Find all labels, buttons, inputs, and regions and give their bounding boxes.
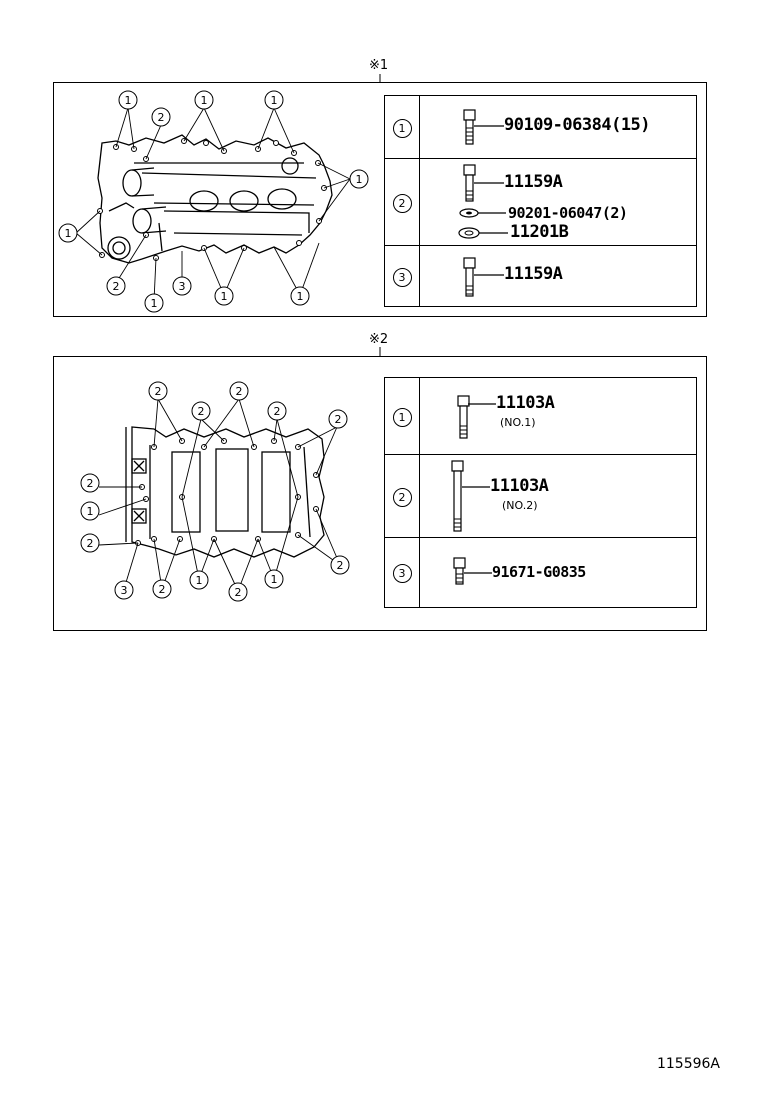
- callout-2b: 2: [191, 401, 211, 421]
- part-note: (NO.2): [502, 499, 538, 512]
- callout-3: 3: [172, 276, 192, 296]
- svg-text:1: 1: [151, 297, 158, 310]
- bolt-icon: [463, 164, 476, 202]
- svg-text:2: 2: [235, 586, 242, 599]
- row-number: 1: [392, 118, 412, 138]
- svg-text:2: 2: [198, 405, 205, 418]
- svg-text:2: 2: [113, 280, 120, 293]
- panel-1: 1 2 1 1 1 1 2 1 3 1 1 1 90109-06384(15): [53, 82, 707, 317]
- callout-1a: 1: [80, 501, 100, 521]
- callout-1f: 1: [144, 293, 164, 313]
- leader-line: [462, 486, 490, 488]
- part-number: 11103A: [490, 476, 549, 496]
- svg-text:2: 2: [87, 537, 94, 550]
- callout-1h: 1: [290, 286, 310, 306]
- svg-text:2: 2: [337, 559, 344, 572]
- part-number: 11201B: [510, 222, 569, 242]
- callout-2b: 2: [106, 276, 126, 296]
- callout-2g: 2: [80, 533, 100, 553]
- bolt-icon: [453, 557, 466, 585]
- svg-text:2: 2: [274, 405, 281, 418]
- illustration-code: 115596A: [656, 1056, 720, 1072]
- svg-text:1: 1: [125, 94, 132, 107]
- svg-text:2: 2: [158, 111, 165, 124]
- bolt-icon: [451, 460, 464, 532]
- callout-2e: 2: [328, 409, 348, 429]
- parts-table-2: 1 11103A (NO.1) 2 1: [384, 377, 697, 608]
- leader-line: [474, 274, 504, 276]
- panel-2: 2 2 2 2 2 2 1 2 3 2 1 2 1 2 1: [53, 356, 707, 631]
- callout-1d: 1: [349, 169, 369, 189]
- callout-1c: 1: [264, 569, 284, 589]
- bolt-icon: [457, 395, 470, 439]
- callout-1b: 1: [194, 90, 214, 110]
- callout-1e: 1: [58, 223, 78, 243]
- svg-text:2: 2: [155, 385, 162, 398]
- leader-line: [464, 572, 492, 574]
- callout-2i: 2: [228, 582, 248, 602]
- svg-text:1: 1: [221, 290, 228, 303]
- callout-2d: 2: [267, 401, 287, 421]
- callout-1b: 1: [189, 570, 209, 590]
- bolt-icon: [463, 257, 476, 297]
- callout-3: 3: [114, 580, 134, 600]
- washer-icon: [458, 208, 508, 239]
- row-number: 3: [392, 267, 412, 287]
- callout-2h: 2: [152, 579, 172, 599]
- callout-2f: 2: [80, 473, 100, 493]
- svg-text:2: 2: [335, 413, 342, 426]
- svg-text:2: 2: [87, 477, 94, 490]
- callout-2j: 2: [330, 555, 350, 575]
- part-number: 11159A: [504, 264, 563, 284]
- bolt-icon: [463, 109, 476, 145]
- parts-table-1: 1 90109-06384(15) 2 11159A: [384, 95, 697, 307]
- callout-1g: 1: [214, 286, 234, 306]
- part-number: 91671-G0835: [492, 563, 586, 581]
- svg-text:3: 3: [179, 280, 186, 293]
- part-note: (NO.1): [500, 416, 536, 429]
- leader-line: [474, 125, 504, 127]
- svg-text:2: 2: [159, 583, 166, 596]
- crankcase-drawing: 2 2 2 2 2 2 1 2 3 2 1 2 1 2: [80, 381, 350, 602]
- callout-1a: 1: [118, 90, 138, 110]
- svg-text:1: 1: [271, 94, 278, 107]
- svg-text:1: 1: [297, 290, 304, 303]
- svg-text:1: 1: [201, 94, 208, 107]
- leader-line: [474, 182, 504, 184]
- panel-2-label: ※2: [369, 332, 389, 347]
- part-number: 11103A: [496, 393, 555, 413]
- svg-text:1: 1: [356, 173, 363, 186]
- callout-2a: 2: [148, 381, 168, 401]
- part-number: 90109-06384(15): [504, 115, 651, 135]
- callout-2c: 2: [229, 381, 249, 401]
- svg-text:1: 1: [87, 505, 94, 518]
- svg-text:2: 2: [236, 385, 243, 398]
- callout-1c: 1: [264, 90, 284, 110]
- svg-text:1: 1: [271, 573, 278, 586]
- row-number: 1: [392, 407, 412, 427]
- row-number: 3: [392, 564, 412, 583]
- part-number: 11159A: [504, 172, 563, 192]
- leader-line: [468, 403, 496, 405]
- row-number: 2: [392, 193, 412, 213]
- svg-text:3: 3: [121, 584, 128, 597]
- cylinder-head-cover-drawing: 1 2 1 1 1 1 2 1 3 1 1: [58, 90, 369, 313]
- callout-2a: 2: [151, 107, 171, 127]
- part-number: 90201-06047(2): [508, 204, 628, 222]
- row-number: 2: [392, 487, 412, 507]
- panel-1-label: ※1: [369, 58, 389, 73]
- svg-text:1: 1: [65, 227, 72, 240]
- svg-text:1: 1: [196, 574, 203, 587]
